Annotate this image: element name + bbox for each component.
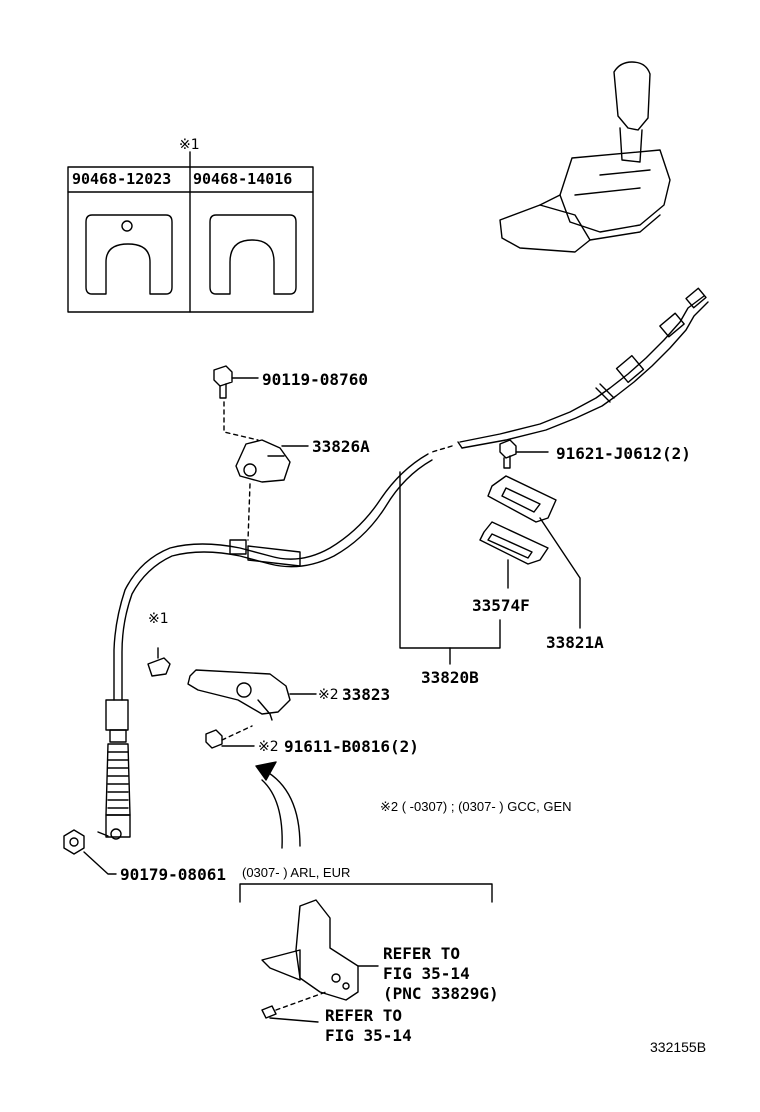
label-33823: 33823: [342, 685, 391, 704]
inset-clip-left: [85, 214, 173, 295]
refer-upper-line2: FIG 35-14: [383, 964, 470, 983]
inset-box: [67, 151, 314, 313]
figure-id: 332155B: [650, 1039, 707, 1055]
bolt-90119-drawing: [213, 365, 259, 441]
label-33821A: 33821A: [546, 633, 604, 652]
label-90179-08061: 90179-08061: [120, 865, 226, 884]
inset-clip-right: [209, 214, 297, 295]
label-33826A: 33826A: [312, 437, 370, 456]
inset-part-right: 90468-14016: [193, 170, 293, 188]
label-91611-marker: ※2: [258, 739, 279, 755]
bracket-33823-drawing: [187, 669, 317, 721]
variant-bracket-drawing: [261, 899, 379, 1023]
label-91611-B0816: 91611-B0816(2): [284, 737, 419, 756]
leader-33820B: [399, 471, 501, 665]
shift-cable-drawing: [97, 287, 709, 840]
refer-lower-line1: REFER TO: [325, 1006, 403, 1025]
label-91621-J0612: 91621-J0612(2): [556, 444, 691, 463]
label-90119-08760: 90119-08760: [262, 370, 368, 389]
bracket-33826A-drawing: [235, 439, 309, 541]
variant-frame: [239, 883, 493, 903]
inset-part-left: 90468-12023: [72, 170, 172, 188]
bolt-91621-drawing: [499, 439, 549, 469]
bolt-91611-drawing: [205, 725, 255, 749]
refer-upper-line1: REFER TO: [383, 944, 461, 963]
refer-lower-line2: FIG 35-14: [325, 1026, 412, 1045]
note-variant-arl-eur: (0307- ) ARL, EUR: [242, 865, 351, 880]
label-33820B: 33820B: [421, 668, 479, 687]
refer-upper-line3: (PNC 33829G): [383, 984, 499, 1003]
nut-90179-drawing: [63, 829, 117, 875]
label-clip-marker: ※1: [148, 611, 169, 627]
plate-33574F-drawing: [479, 521, 549, 589]
label-33823-marker: ※2: [318, 687, 339, 703]
shifter-assembly-drawing: [499, 61, 671, 253]
note-applicability-2: ※2 ( -0307) ; (0307- ) GCC, GEN: [380, 799, 572, 814]
curved-arrow: [255, 761, 301, 849]
clip-drawing: [147, 647, 171, 677]
bracket-33821A-drawing: [487, 475, 581, 629]
label-33574F: 33574F: [472, 596, 530, 615]
inset-marker: ※1: [179, 137, 200, 153]
